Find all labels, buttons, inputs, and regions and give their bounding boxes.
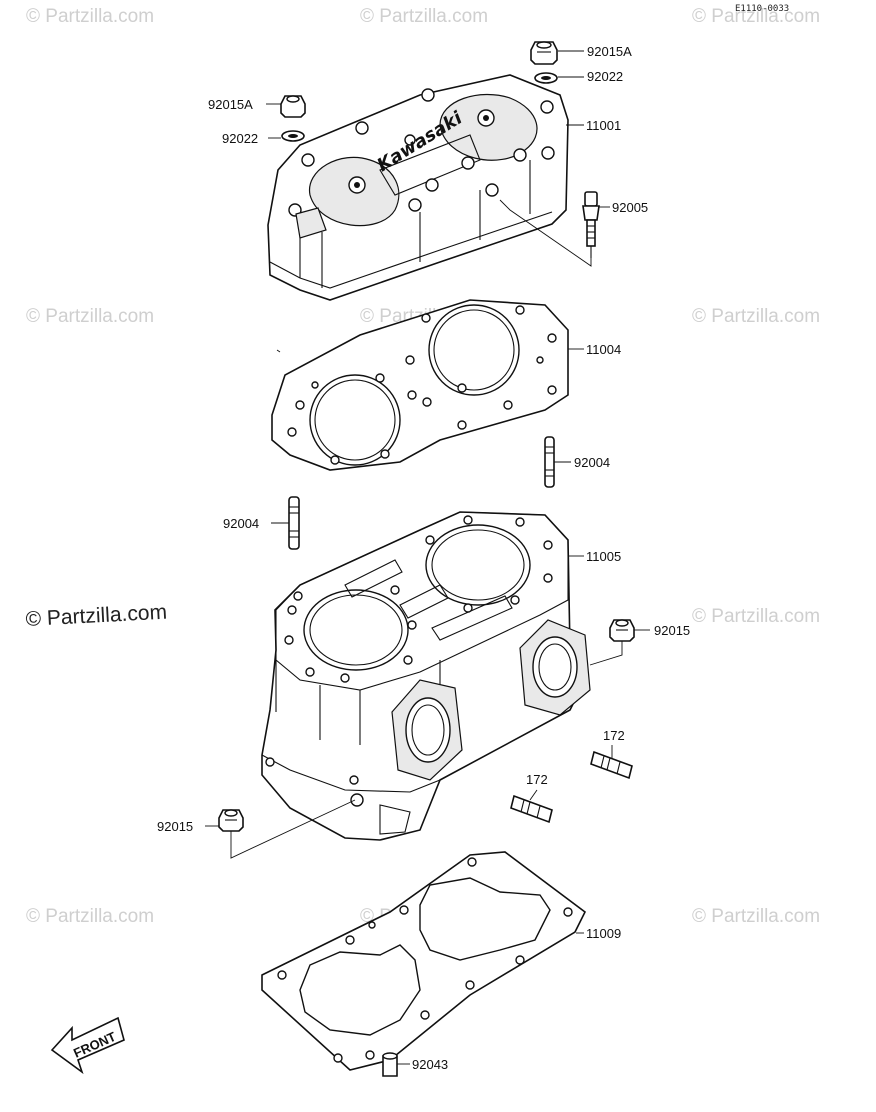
dowel-pin: [382, 1052, 398, 1077]
watermark: © Partzilla.com: [692, 6, 820, 27]
callout-label: 92004: [574, 455, 610, 470]
washer-92022-left: [281, 130, 305, 142]
callout-label: 172: [526, 772, 548, 787]
callout-label: 92022: [222, 131, 258, 146]
nut-92015-right: [609, 619, 635, 642]
head-gasket: [271, 299, 569, 471]
watermark: © Partzilla.com: [692, 906, 820, 927]
base-gasket: [261, 851, 587, 1071]
watermark: © Partzilla.com: [692, 306, 820, 327]
callout-label: 11009: [586, 926, 621, 941]
watermark: © Partzilla.com: [26, 306, 154, 327]
cylinder-block: [261, 511, 591, 841]
callout-label: 172: [603, 728, 625, 743]
cylinder-head: [267, 74, 569, 301]
callout-label: 92015A: [208, 97, 253, 112]
stud-92004-right: [544, 436, 555, 488]
stud-172-left: [510, 794, 553, 824]
watermark: © Partzilla.com: [26, 906, 154, 927]
leader-lines: [205, 50, 650, 1065]
callout-labels: 92015A 92022 92015A 92022 11001 92005 11…: [157, 44, 690, 1072]
watermark: © Partzilla.com: [26, 6, 154, 27]
front-arrow: FRONT: [50, 1016, 125, 1075]
callout-label: 11001: [586, 118, 621, 133]
watermark-main: © Partzilla.com: [25, 601, 168, 631]
callout-label: 92043: [412, 1057, 448, 1072]
callout-label: 92015: [654, 623, 690, 638]
callout-label: 92004: [223, 516, 259, 531]
nut-92015-left: [218, 809, 244, 832]
stud-172-right: [590, 750, 633, 780]
diagram-code: E1110-0033: [735, 4, 789, 14]
callout-label: 11005: [586, 549, 621, 564]
callout-label: 92015: [157, 819, 193, 834]
callout-label: 11004: [586, 342, 621, 357]
nut-92015A-left: [280, 95, 306, 118]
washer-92022-right: [534, 72, 558, 84]
watermark: © Partzilla.com: [692, 606, 820, 627]
spark-plug: [582, 191, 600, 258]
watermark: © Partzilla.com: [360, 6, 488, 27]
callout-label: 92022: [587, 69, 623, 84]
stud-92004-left: [288, 496, 300, 550]
callout-label: 92005: [612, 200, 648, 215]
nut-92015A-right: [530, 41, 558, 65]
callout-label: 92015A: [587, 44, 632, 59]
